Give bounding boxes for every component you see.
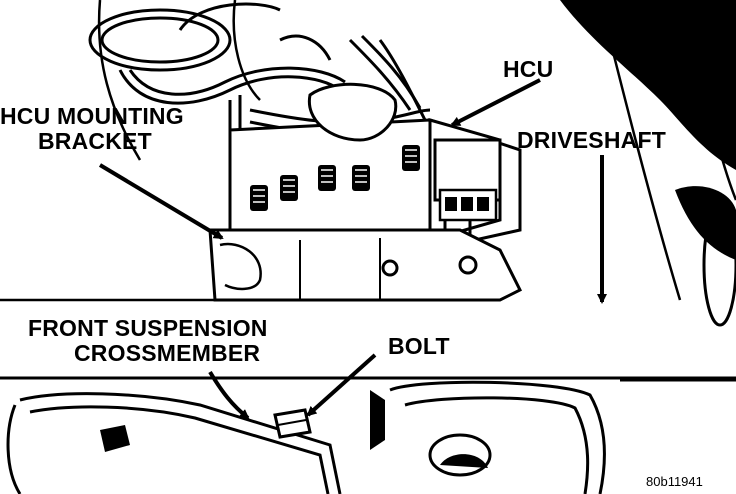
bolt-arrow xyxy=(306,353,377,417)
bolt xyxy=(273,408,312,439)
hcu-mounting-bracket-label: HCU MOUNTING BRACKET xyxy=(0,103,184,154)
bolt-label: BOLT xyxy=(388,333,450,359)
hcu-arrow xyxy=(450,78,541,127)
driveshaft-tunnel xyxy=(560,0,736,327)
hcu-block xyxy=(228,82,522,252)
hcu-label: HCU xyxy=(503,56,554,82)
front-suspension-crossmember-label: FRONT SUSPENSION CROSSMEMBER xyxy=(28,315,268,366)
crossmember xyxy=(0,376,736,494)
tube-fittings xyxy=(250,145,420,211)
crossmember-details xyxy=(100,390,492,477)
electrical-connector xyxy=(433,138,502,250)
hcu-mounting-bracket-arrow xyxy=(98,163,224,240)
mounting-bracket xyxy=(208,228,523,302)
leader-arrows xyxy=(98,78,607,420)
driveshaft-label: DRIVESHAFT xyxy=(517,127,666,153)
figure-reference-number: 80b11941 xyxy=(646,474,703,489)
front-suspension-crossmember-arrow xyxy=(208,370,250,420)
